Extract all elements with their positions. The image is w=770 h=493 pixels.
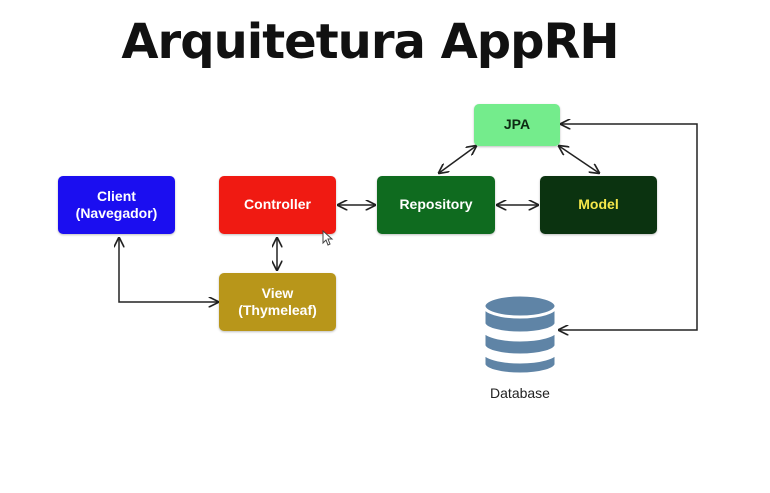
client-node-label: Client (Navegador) xyxy=(75,187,158,222)
edge-jpa-model xyxy=(559,146,599,173)
jpa-node-label: JPA xyxy=(503,116,531,133)
view-node: View (Thymeleaf) xyxy=(219,273,336,331)
repository-node: Repository xyxy=(377,176,495,234)
edge-jpa-database xyxy=(559,124,698,330)
model-node-label: Model xyxy=(578,196,619,213)
repository-node-label: Repository xyxy=(399,196,473,213)
view-node-label: View (Thymeleaf) xyxy=(238,284,317,319)
controller-node-label: Controller xyxy=(244,196,311,213)
jpa-node: JPA xyxy=(474,104,560,146)
model-node: Model xyxy=(540,176,657,234)
edge-jpa-repository xyxy=(439,146,476,173)
mouse-cursor-icon xyxy=(322,230,334,246)
database-label: Database xyxy=(490,385,550,401)
controller-node: Controller xyxy=(219,176,336,234)
diagram-title: Arquitetura AppRH xyxy=(121,14,619,70)
database-icon xyxy=(482,293,558,376)
client-node: Client (Navegador) xyxy=(58,176,175,234)
edge-client-view xyxy=(119,238,218,302)
